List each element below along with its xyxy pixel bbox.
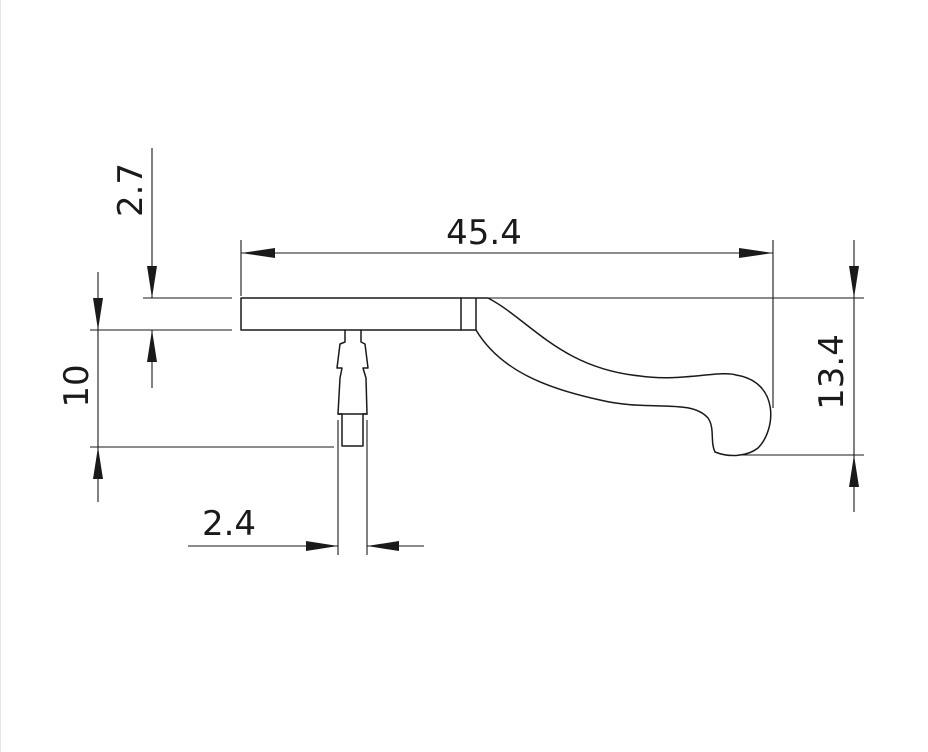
arrowhead <box>306 541 338 551</box>
arrowhead <box>241 248 275 258</box>
dimension-top-offset: 2.7 <box>90 148 232 388</box>
page-left-edge <box>0 0 1 752</box>
dimension-label-10: 10 <box>57 364 97 407</box>
arrowhead <box>147 266 157 298</box>
dimension-label-45-4: 45.4 <box>446 213 522 253</box>
arrowhead <box>93 298 103 330</box>
arrowhead <box>93 447 103 479</box>
part-profile <box>240 297 772 457</box>
flange-body <box>240 297 477 331</box>
barbed-stem <box>336 329 369 447</box>
arrowhead <box>367 541 399 551</box>
dimension-label-2-4: 2.4 <box>202 504 256 544</box>
arrowhead <box>849 455 859 487</box>
arrowhead <box>739 248 773 258</box>
dimension-label-2-7: 2.7 <box>111 163 151 217</box>
curved-lip <box>475 297 772 457</box>
dimension-stem-depth: 10 <box>57 272 334 502</box>
dimension-label-13-4: 13.4 <box>812 334 852 410</box>
arrowhead <box>849 266 859 298</box>
dimension-overall-height: 13.4 <box>488 240 864 512</box>
arrowhead <box>147 330 157 362</box>
dimension-overall-width: 45.4 <box>240 213 774 408</box>
dimension-stem-width: 2.4 <box>188 420 424 555</box>
